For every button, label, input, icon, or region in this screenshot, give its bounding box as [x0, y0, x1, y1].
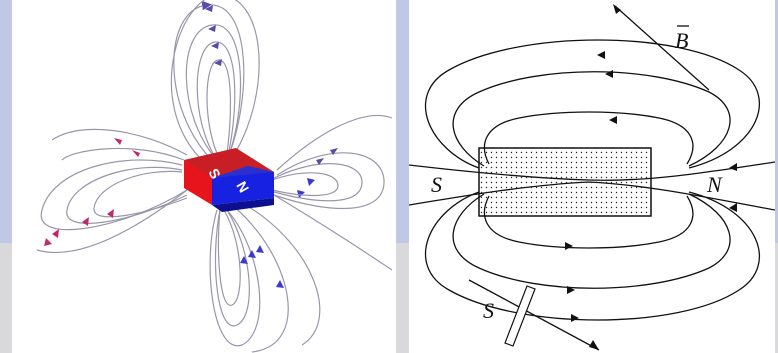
field-lines-2d: [409, 5, 775, 351]
left-field-lines: [36, 128, 188, 254]
left-arrows: [44, 138, 140, 246]
upper-loop-inner: [483, 111, 694, 165]
right-arrows: [316, 148, 338, 165]
lower-arrows: [240, 178, 315, 288]
bar-magnet-3d-svg: S N: [36, 0, 393, 353]
label-b: B: [675, 28, 688, 53]
bar-magnet-3d-panel: S N: [12, 0, 396, 353]
bottom-field-line: [468, 279, 600, 351]
lower-loop-middle: [452, 193, 731, 289]
magnet-rectangle: [478, 147, 652, 217]
upper-loop-outer: [424, 39, 761, 169]
compass-needle: [504, 285, 536, 347]
label-n-right: N: [706, 172, 723, 197]
label-s-bottom: S: [483, 298, 494, 323]
upper-field-lines: [170, 0, 260, 161]
upper-loop-middle: [452, 71, 731, 167]
magnet-south-end: [184, 160, 212, 205]
b-field-line: [614, 5, 710, 91]
right-field-lines: [271, 115, 393, 271]
bar-magnet-2d-svg: S N B S: [409, 4, 775, 351]
bar-magnet-2d-panel: S N B S: [409, 0, 775, 353]
lower-field-lines: [209, 199, 321, 353]
bar-magnet: S N: [184, 148, 274, 212]
label-s-left: S: [431, 172, 442, 197]
upper-arrows: [205, 5, 222, 66]
arrowheads-2d: [565, 4, 737, 350]
magnet-north-face: [212, 172, 274, 205]
lower-loop-outer: [424, 191, 761, 321]
lower-loop-inner: [483, 195, 694, 249]
